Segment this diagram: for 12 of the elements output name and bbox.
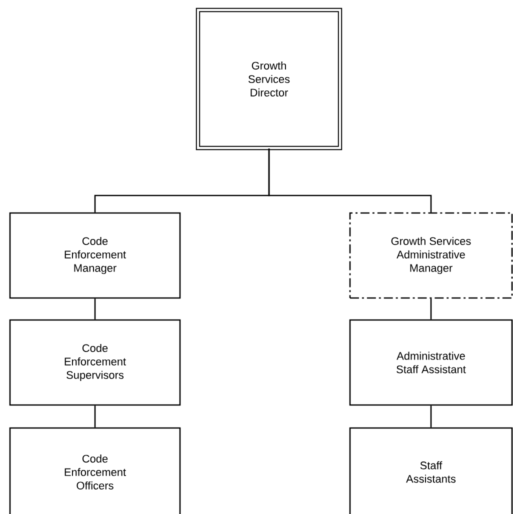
position-box: Code Enforcement Supervisors [9, 319, 181, 406]
connector-line [268, 148, 432, 212]
position-box: Staff Assistants [349, 427, 513, 514]
connector-line [430, 298, 432, 320]
connector-line [94, 406, 96, 428]
connector-line [430, 406, 432, 428]
connector-line [94, 298, 96, 320]
director-box: Growth Services Director [196, 8, 342, 150]
position-box: Administrative Staff Assistant [349, 319, 513, 406]
position-box: Growth Services Administrative Manager [349, 212, 513, 299]
position-box: Code Enforcement Manager [9, 212, 181, 299]
position-box: Code Enforcement Officers [9, 427, 181, 514]
